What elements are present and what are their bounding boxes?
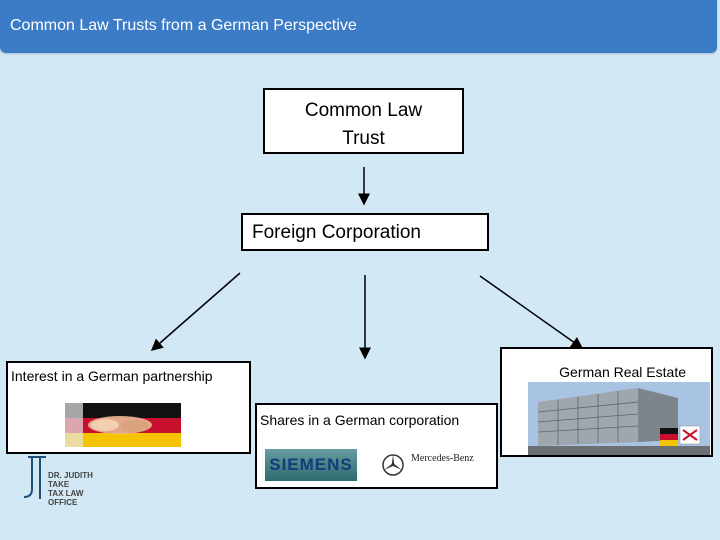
foreign-corporation-box: Foreign Corporation xyxy=(241,213,489,251)
office-building-image xyxy=(528,382,710,455)
trust-label-line2: Trust xyxy=(342,128,385,149)
partnership-box: Interest in a German partnership xyxy=(6,361,251,454)
shares-box: Shares in a German corporation SIEMENS M… xyxy=(255,403,498,489)
firm-initials-mark xyxy=(23,456,46,499)
siemens-logo: SIEMENS xyxy=(265,449,357,481)
arrow-corp-to-real-estate xyxy=(479,275,584,349)
foreign-corporation-label: Foreign Corporation xyxy=(252,222,421,243)
real-estate-box: German Real Estate xyxy=(500,347,713,457)
trust-label: Common Law xyxy=(304,100,423,121)
slide-title: Common Law Trusts from a German Perspect… xyxy=(10,17,357,34)
handshake-flag-image xyxy=(65,403,181,447)
mercedes-logo: Mercedes-Benz xyxy=(381,449,481,483)
arrow-corp-to-partnership xyxy=(150,272,241,351)
firm-name-line1: DR. JUDITH TAKE xyxy=(48,471,93,489)
mercedes-star-icon xyxy=(382,454,404,476)
real-estate-label: German Real Estate xyxy=(559,364,686,380)
partnership-label: Interest in a German partnership xyxy=(11,368,213,384)
shares-label: Shares in a German corporation xyxy=(260,412,460,428)
title-bar: Common Law Trusts from a German Perspect… xyxy=(0,0,717,53)
firm-name-line2: TAX LAW OFFICE xyxy=(48,489,84,507)
mercedes-logo-text: Mercedes-Benz xyxy=(411,453,474,464)
firm-logo: DR. JUDITH TAKE TAX LAW OFFICE xyxy=(22,455,112,507)
trust-box: Common Law Trust xyxy=(263,88,464,154)
